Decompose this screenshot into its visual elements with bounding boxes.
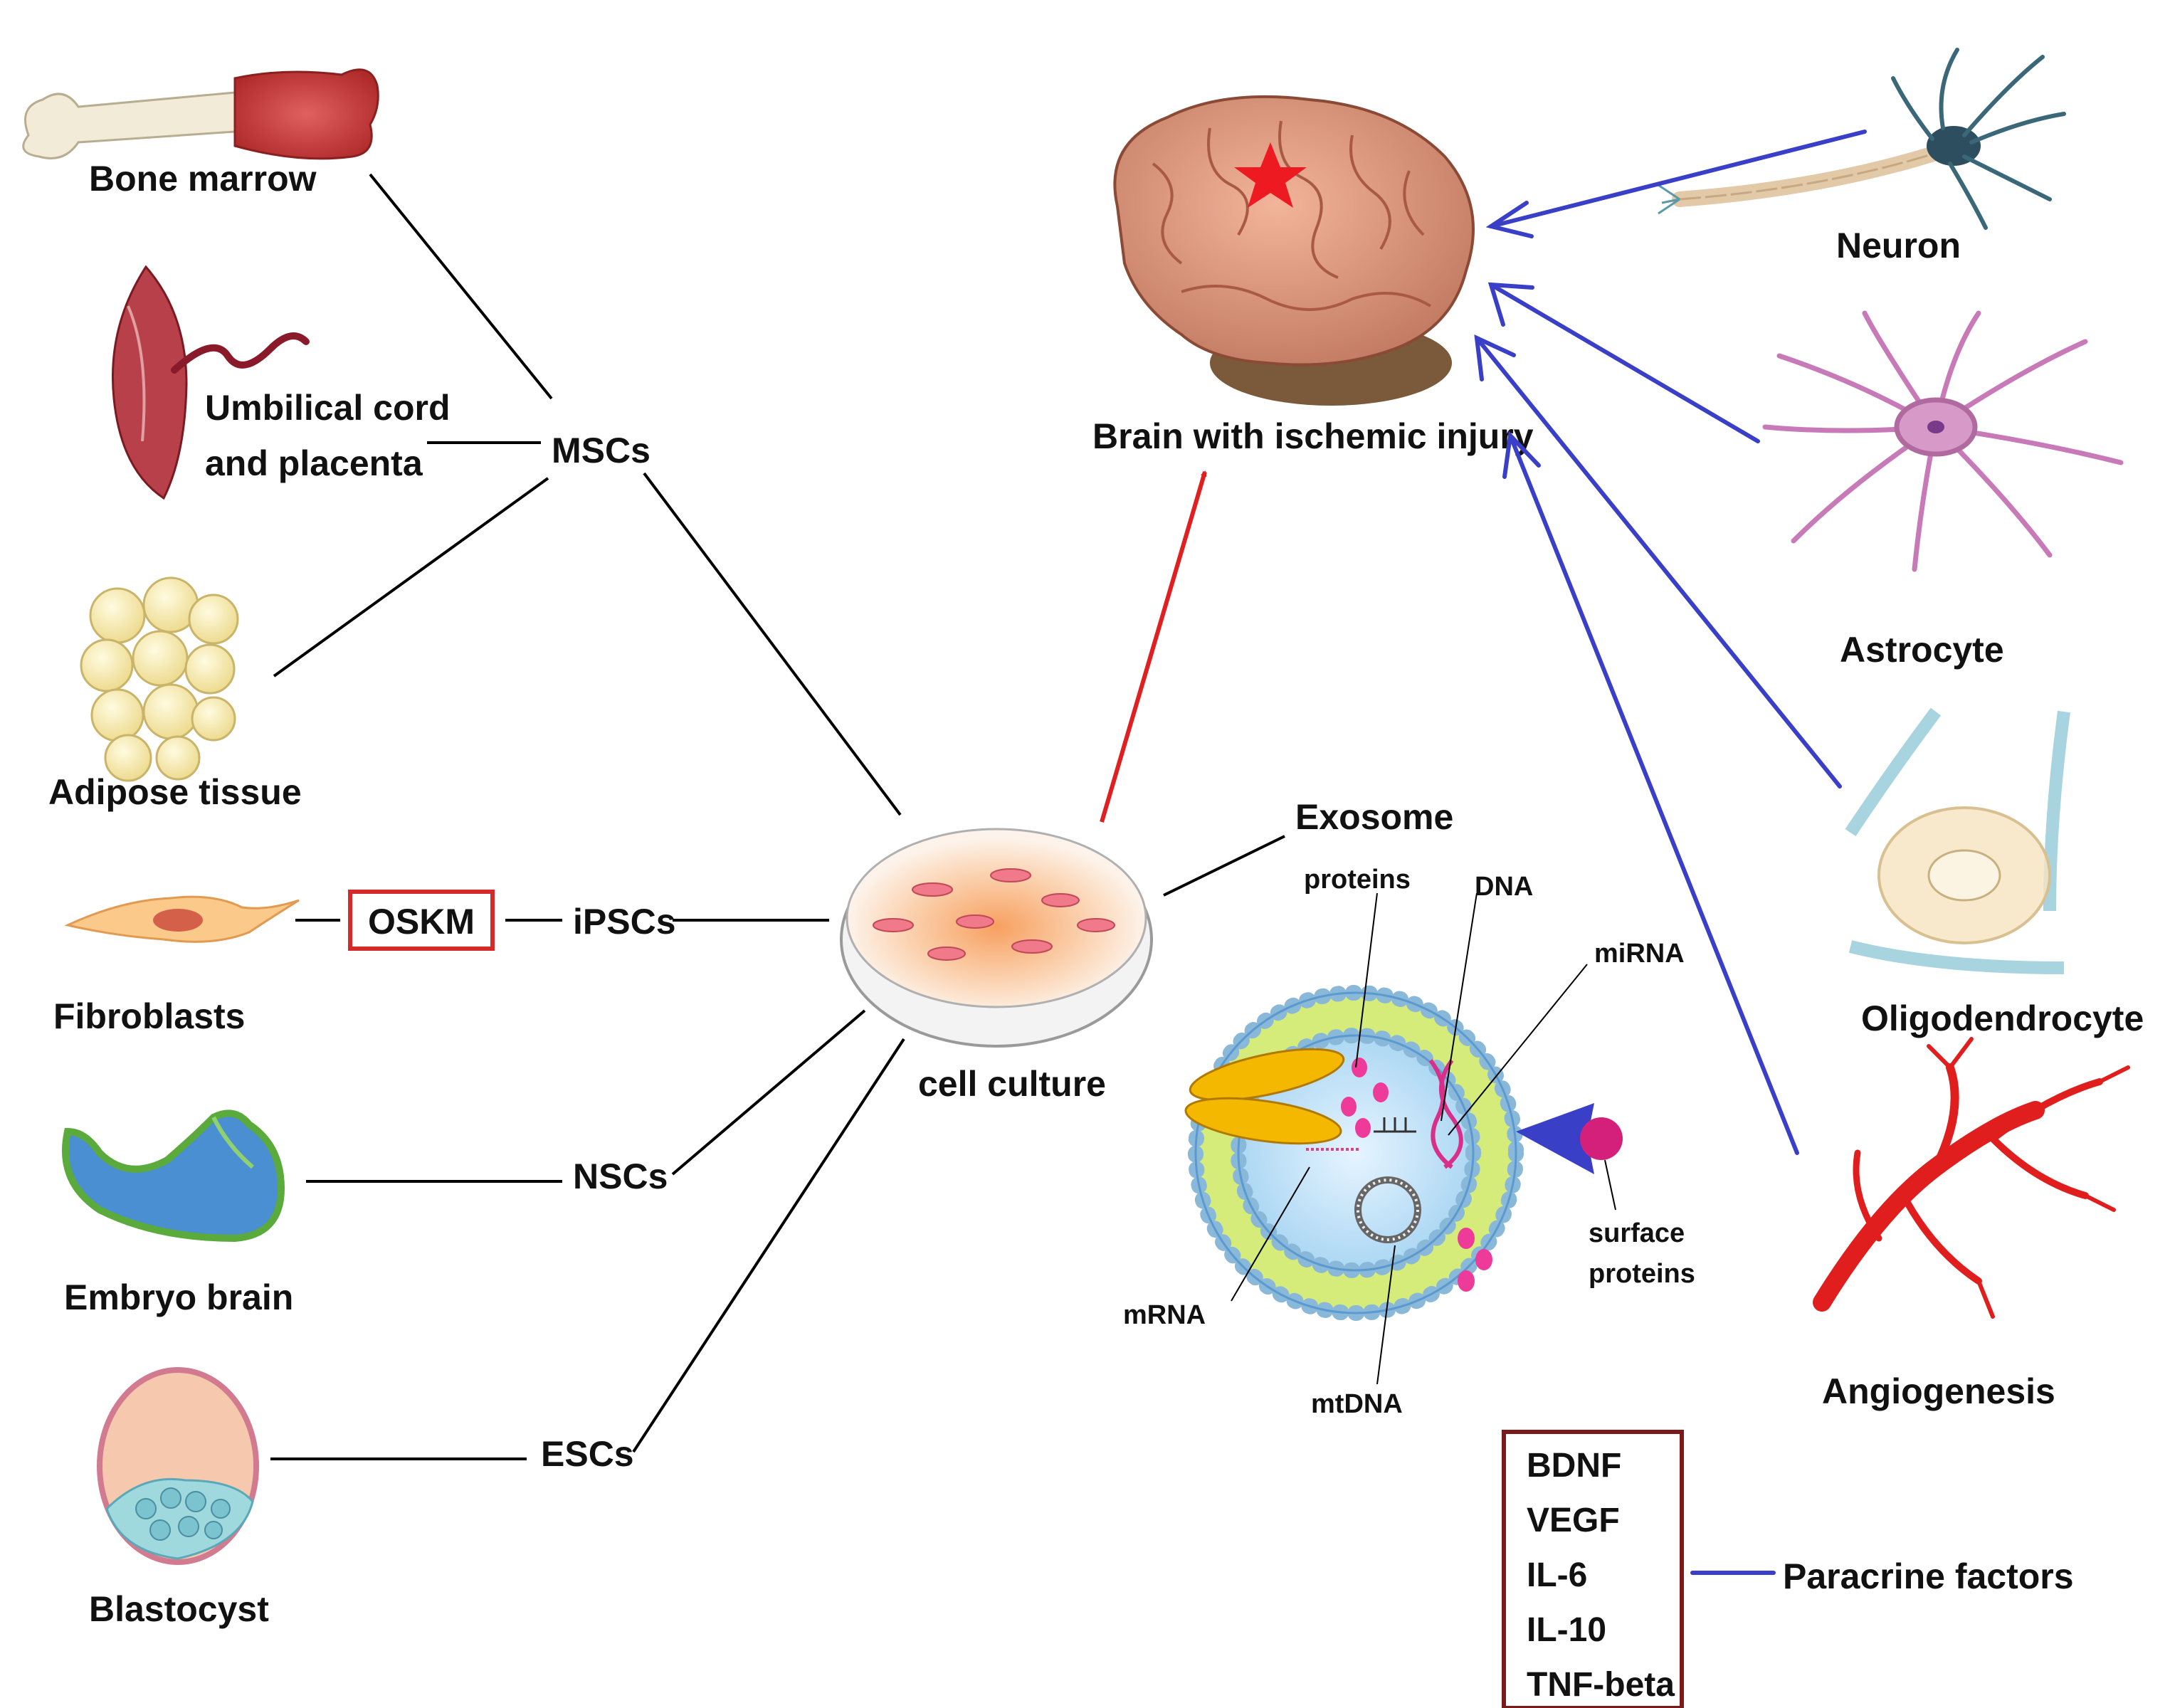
label-exo-mrna: mRNA xyxy=(1123,1300,1206,1330)
label-nscs: NSCs xyxy=(573,1156,668,1196)
label-blastocyst: Blastocyst xyxy=(89,1589,269,1629)
factor-item: IL-6 xyxy=(1527,1556,1587,1594)
label-cell-culture: cell culture xyxy=(918,1064,1106,1104)
label-ipscs: iPSCs xyxy=(573,902,676,942)
arrow-angiogenesis-to-brain xyxy=(1502,431,1799,1155)
paracrine-factor-box xyxy=(1502,1430,1684,1708)
label-exo-mtdna: mtDNA xyxy=(1311,1389,1403,1419)
label-exo-surface-line1: surface xyxy=(1589,1218,1685,1248)
label-exosome: Exosome xyxy=(1295,797,1453,837)
label-astrocyte: Astrocyte xyxy=(1840,630,2004,670)
label-exo-mirna: miRNA xyxy=(1594,939,1685,969)
neuron-illustration xyxy=(1658,48,2066,230)
label-fibroblasts: Fibroblasts xyxy=(53,996,245,1036)
factor-item: VEGF xyxy=(1527,1502,1620,1539)
label-exo-proteins: proteins xyxy=(1304,865,1411,895)
line-nscs-culture xyxy=(671,1009,866,1176)
label-oskm: OSKM xyxy=(368,902,475,942)
oskm-box xyxy=(348,890,495,951)
label-umbilical-line2: and placenta xyxy=(205,443,423,483)
line-culture-exosome xyxy=(1163,835,1285,897)
label-angiogenesis: Angiogenesis xyxy=(1822,1371,2055,1411)
arrow-culture-to-brain xyxy=(1100,472,1207,823)
embryo-brain-illustration xyxy=(62,1109,285,1243)
label-paracrine-factors: Paracrine factors xyxy=(1783,1556,2074,1596)
cell-culture-dish xyxy=(840,828,1153,1048)
exosome-leader-lines xyxy=(1231,892,1616,1385)
factor-item: BDNF xyxy=(1527,1447,1621,1485)
line-adipose-mscs xyxy=(273,477,549,678)
astrocyte-illustration xyxy=(1762,310,2124,572)
label-adipose-tissue: Adipose tissue xyxy=(48,772,302,812)
label-embryo-brain: Embryo brain xyxy=(64,1277,293,1317)
factor-item: IL-10 xyxy=(1527,1611,1606,1649)
blastocyst-illustration xyxy=(97,1367,259,1565)
exosome-illustration xyxy=(1184,985,1623,1321)
label-oligodendrocyte: Oligodendrocyte xyxy=(1861,998,2144,1038)
line-mscs-culture xyxy=(643,472,902,816)
blue-arrows xyxy=(1474,130,1867,1575)
label-mscs: MSCs xyxy=(552,431,651,470)
fibroblast-illustration xyxy=(64,895,300,943)
oligodendrocyte-illustration xyxy=(1845,707,2070,974)
umbilical-placenta-illustration xyxy=(111,265,310,500)
arrow-neuron-to-brain xyxy=(1485,130,1867,238)
label-exo-dna: DNA xyxy=(1475,872,1533,902)
bone-marrow-illustration xyxy=(22,68,379,160)
line-bone-mscs xyxy=(369,173,553,400)
brain-illustration xyxy=(1113,95,1475,406)
label-umbilical-line1: Umbilical cord xyxy=(205,388,451,428)
arrow-astrocyte-to-brain xyxy=(1487,282,1760,443)
label-neuron: Neuron xyxy=(1836,226,1961,265)
label-brain-ischemic: Brain with ischemic injury xyxy=(1092,416,1534,456)
angiogenesis-illustration xyxy=(1813,1037,2130,1319)
arrow-oligodendrocyte-to-brain xyxy=(1474,334,1842,789)
adipose-tissue-illustration xyxy=(80,576,239,782)
label-bone-marrow: Bone marrow xyxy=(89,159,317,199)
connector-lines xyxy=(270,173,1285,1460)
factor-item: TNF-beta xyxy=(1527,1666,1675,1704)
label-escs: ESCs xyxy=(541,1434,634,1474)
label-exo-surface-line2: proteins xyxy=(1589,1259,1695,1289)
line-escs-culture xyxy=(632,1038,905,1453)
